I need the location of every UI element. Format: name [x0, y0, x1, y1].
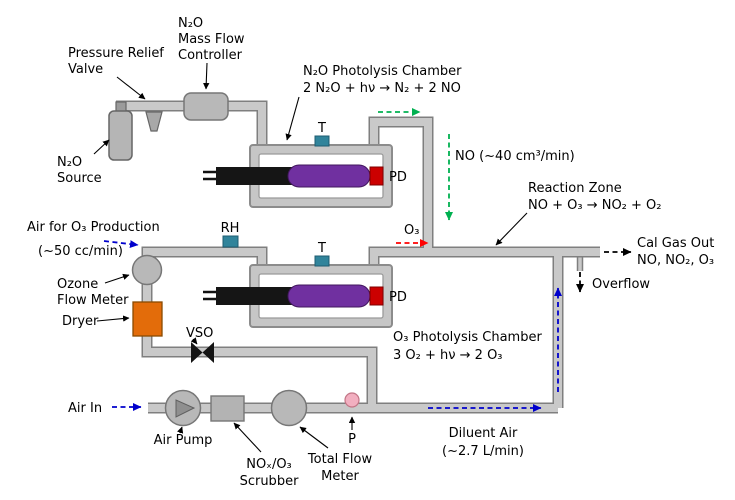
pointer-total-flow-meter — [299, 426, 329, 449]
label-scrubber-line2: Scrubber — [240, 474, 299, 489]
ozone-flow-meter — [131, 254, 163, 286]
rh-sensor — [222, 235, 239, 248]
chamber2-photodiode — [369, 286, 384, 306]
label-pd-1: PD — [389, 170, 407, 185]
pointer-ozone-flow-meter — [104, 273, 130, 284]
chamber1-temp-sensor — [314, 135, 330, 147]
chamber2-lamp-leads — [203, 290, 216, 301]
pointer-n2o-chamber — [285, 96, 300, 141]
label-o3-chamber-reaction: 3 O₂ + hν → 2 O₃ — [393, 348, 503, 363]
label-rh: RH — [221, 221, 240, 236]
chamber1-lamp-leads — [203, 170, 216, 181]
label-pressure-relief-valve-line2: Valve — [68, 62, 103, 77]
vso-valve — [191, 342, 214, 363]
label-t-sensor-1: T — [317, 121, 326, 136]
label-reaction-zone-reaction: NO + O₃ → NO₂ + O₂ — [528, 198, 662, 213]
chamber2-temp-sensor — [314, 255, 330, 267]
label-mfc-line3: Controller — [178, 48, 243, 63]
pipe-vso-line — [143, 332, 376, 408]
label-air-pump: Air Pump — [154, 433, 213, 448]
pipe-o3-air-line — [143, 248, 266, 270]
label-t-sensor-2: T — [317, 241, 326, 256]
chamber2-lamp-base — [216, 287, 292, 305]
label-n2o-chamber-line1: N₂O Photolysis Chamber — [303, 64, 462, 79]
pointer-prv — [116, 76, 146, 100]
pointer-reaction-zone — [495, 212, 528, 246]
label-ozone-flow-meter-line1: Ozone — [57, 277, 98, 292]
label-n2o-chamber-reaction: 2 N₂O + hν → N₂ + 2 NO — [303, 81, 461, 96]
label-mfc-line2: Mass Flow — [178, 32, 245, 47]
label-reaction-zone-line1: Reaction Zone — [528, 181, 622, 196]
label-air-in: Air In — [68, 401, 102, 416]
chamber1-uv-lamp — [287, 164, 371, 188]
o3-photolysis-chamber — [203, 255, 393, 328]
air-pump-rotor-icon — [175, 399, 196, 418]
label-pressure-relief-valve-line1: Pressure Relief — [68, 46, 164, 61]
pointer-scrubber — [233, 422, 262, 453]
label-overflow: Overflow — [592, 277, 650, 292]
total-flow-meter — [270, 389, 308, 427]
label-o3-chamber-line1: O₃ Photolysis Chamber — [393, 330, 542, 345]
label-diluent-air-line1: Diluent Air — [449, 426, 518, 441]
flow-arrows — [103, 108, 632, 412]
pressure-relief-valve — [145, 111, 163, 132]
n2o-photolysis-chamber — [203, 135, 393, 208]
pointer-mfc — [203, 62, 210, 90]
n2o-mass-flow-controller — [183, 92, 229, 121]
pointer-air-pump — [177, 426, 184, 434]
label-cal-gas-out-line1: Cal Gas Out — [637, 236, 714, 251]
label-mfc-line1: N₂O — [178, 16, 203, 31]
label-total-flow-meter-line1: Total Flow — [307, 452, 373, 467]
label-dryer: Dryer — [62, 314, 99, 329]
label-diluent-air-line2: (~2.7 L/min) — [442, 444, 524, 459]
pipe-product-line — [370, 248, 600, 270]
pipe-n2o-feed — [116, 102, 266, 152]
chamber1-photodiode — [369, 166, 384, 186]
pointer-lines — [93, 62, 528, 453]
label-n2o-source-line1: N₂O — [57, 155, 82, 170]
nox-o3-scrubber — [210, 395, 245, 422]
label-p-sensor: P — [348, 432, 356, 447]
pointer-n2o-source — [93, 139, 110, 155]
pipe-no-line — [370, 118, 432, 252]
label-no-flow: NO (~40 cm³/min) — [455, 149, 575, 164]
pointer-dryer — [96, 315, 130, 322]
n2o-source-cylinder — [108, 110, 133, 161]
chamber2-uv-lamp — [287, 284, 371, 308]
chamber1-lamp-base — [216, 167, 292, 185]
label-o3-flow: O₃ — [404, 223, 419, 238]
label-ozone-flow-meter-line2: Flow Meter — [57, 293, 129, 308]
label-total-flow-meter-line2: Meter — [321, 469, 359, 484]
air-o3-flow-arrow — [103, 240, 139, 249]
label-air-o3-line1: Air for O₃ Production — [27, 220, 160, 235]
label-cal-gas-out-line2: NO, NO₂, O₃ — [637, 253, 714, 268]
label-air-o3-line2: (~50 cc/min) — [38, 244, 123, 259]
label-pd-2: PD — [389, 290, 407, 305]
pointer-vso — [190, 337, 198, 345]
label-n2o-source-line2: Source — [57, 171, 102, 186]
label-scrubber-line1: NOₓ/O₃ — [246, 457, 292, 472]
label-vso: VSO — [186, 326, 213, 341]
dryer — [132, 301, 163, 337]
pressure-sensor — [344, 392, 360, 408]
